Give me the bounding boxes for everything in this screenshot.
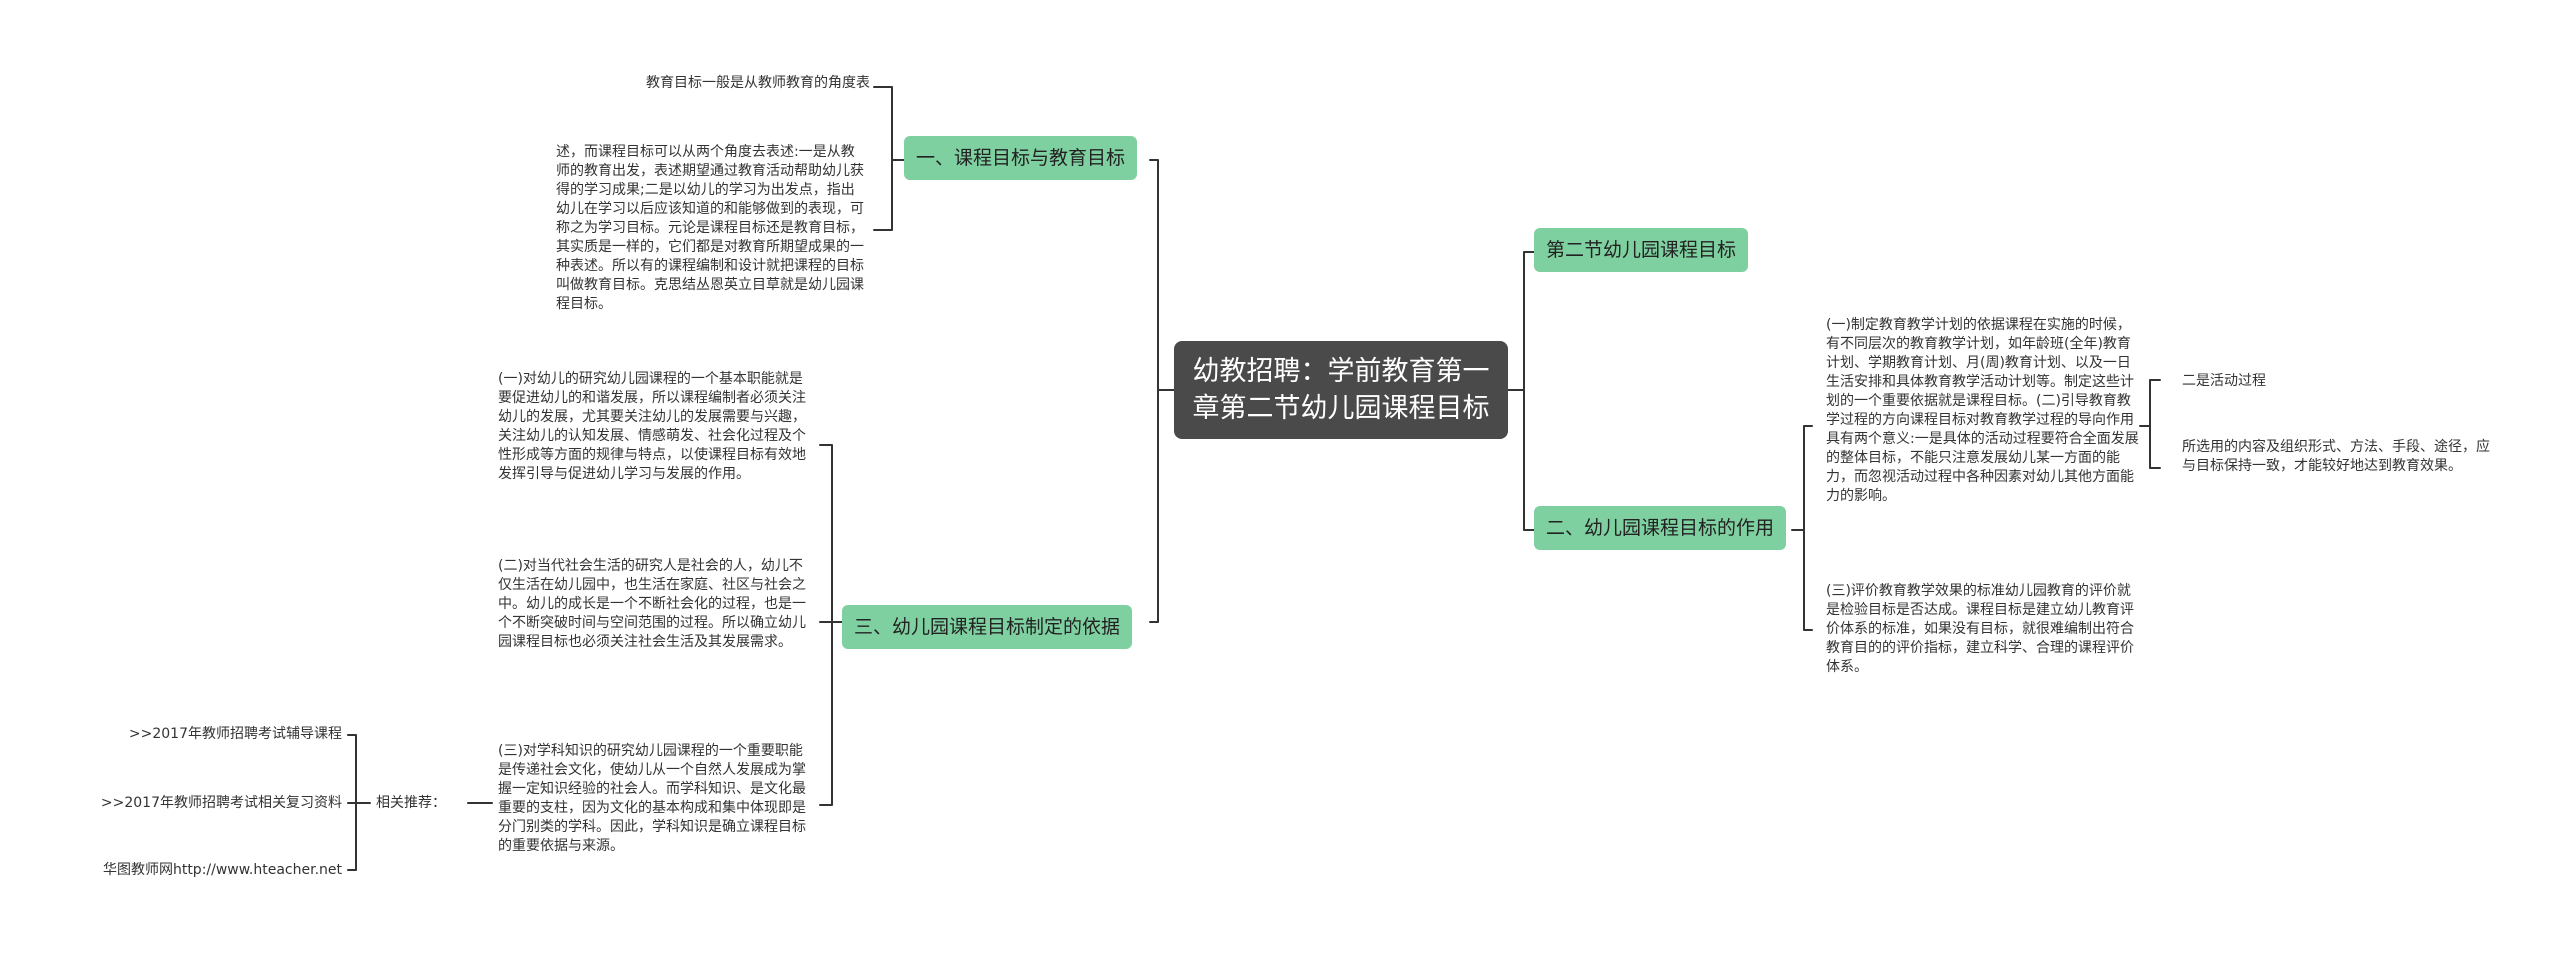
leaf-course-goal-description: 述，而课程目标可以从两个角度去表述:一是从教师的教育出发，表述期望通过教育活动帮… — [556, 144, 864, 312]
leaf-subject-knowledge-research: (三)对学科知识的研究幼儿园课程的一个重要职能是传递社会文化，使幼儿从一个自然人… — [498, 743, 806, 854]
leaf-social-life-research: (二)对当代社会生活的研究人是社会的人，幼儿不仅生活在幼儿园中，也生活在家庭、社… — [498, 558, 806, 650]
leaf-education-goal-intro: 教育目标一般是从教师教育的角度表 — [646, 75, 870, 91]
branch-goal-basis[interactable]: 三、幼儿园课程目标制定的依据 — [842, 605, 1133, 649]
branch-goal-functions[interactable]: 二、幼儿园课程目标的作用 — [1534, 506, 1787, 550]
related-link-1[interactable]: >>2017年教师招聘考试辅导课程 — [128, 726, 342, 742]
root-topic[interactable]: 幼教招聘：学前教育第一章第二节幼儿园课程目标 — [1174, 341, 1508, 439]
leaf-child-research: (一)对幼儿的研究幼儿园课程的一个基本职能就是要促进幼儿的和谐发展，所以课程编制… — [498, 371, 806, 482]
related-link-2[interactable]: >>2017年教师招聘考试相关复习资料 — [100, 795, 342, 811]
leaf-evaluation-standard: (三)评价教育教学效果的标准幼儿园教育的评价就是检验目标是否达成。课程目标是建立… — [1826, 583, 2134, 675]
related-recommendations-label: 相关推荐： — [376, 795, 446, 811]
branch-section-two[interactable]: 第二节幼儿园课程目标 — [1534, 228, 1749, 272]
leaf-planning-and-guidance: (一)制定教育教学计划的依据课程在实施的时候，有不同层次的教育教学计划，如年龄班… — [1826, 317, 2139, 504]
related-link-3[interactable]: 华图教师网http://www.hteacher.net — [102, 862, 342, 878]
sub-content-consistency: 所选用的内容及组织形式、方法、手段、途径，应与目标保持一致，才能较好地达到教育效… — [2182, 439, 2490, 474]
sub-activity-process: 二是活动过程 — [2182, 373, 2266, 389]
branch-course-vs-education-goals[interactable]: 一、课程目标与教育目标 — [904, 136, 1138, 180]
